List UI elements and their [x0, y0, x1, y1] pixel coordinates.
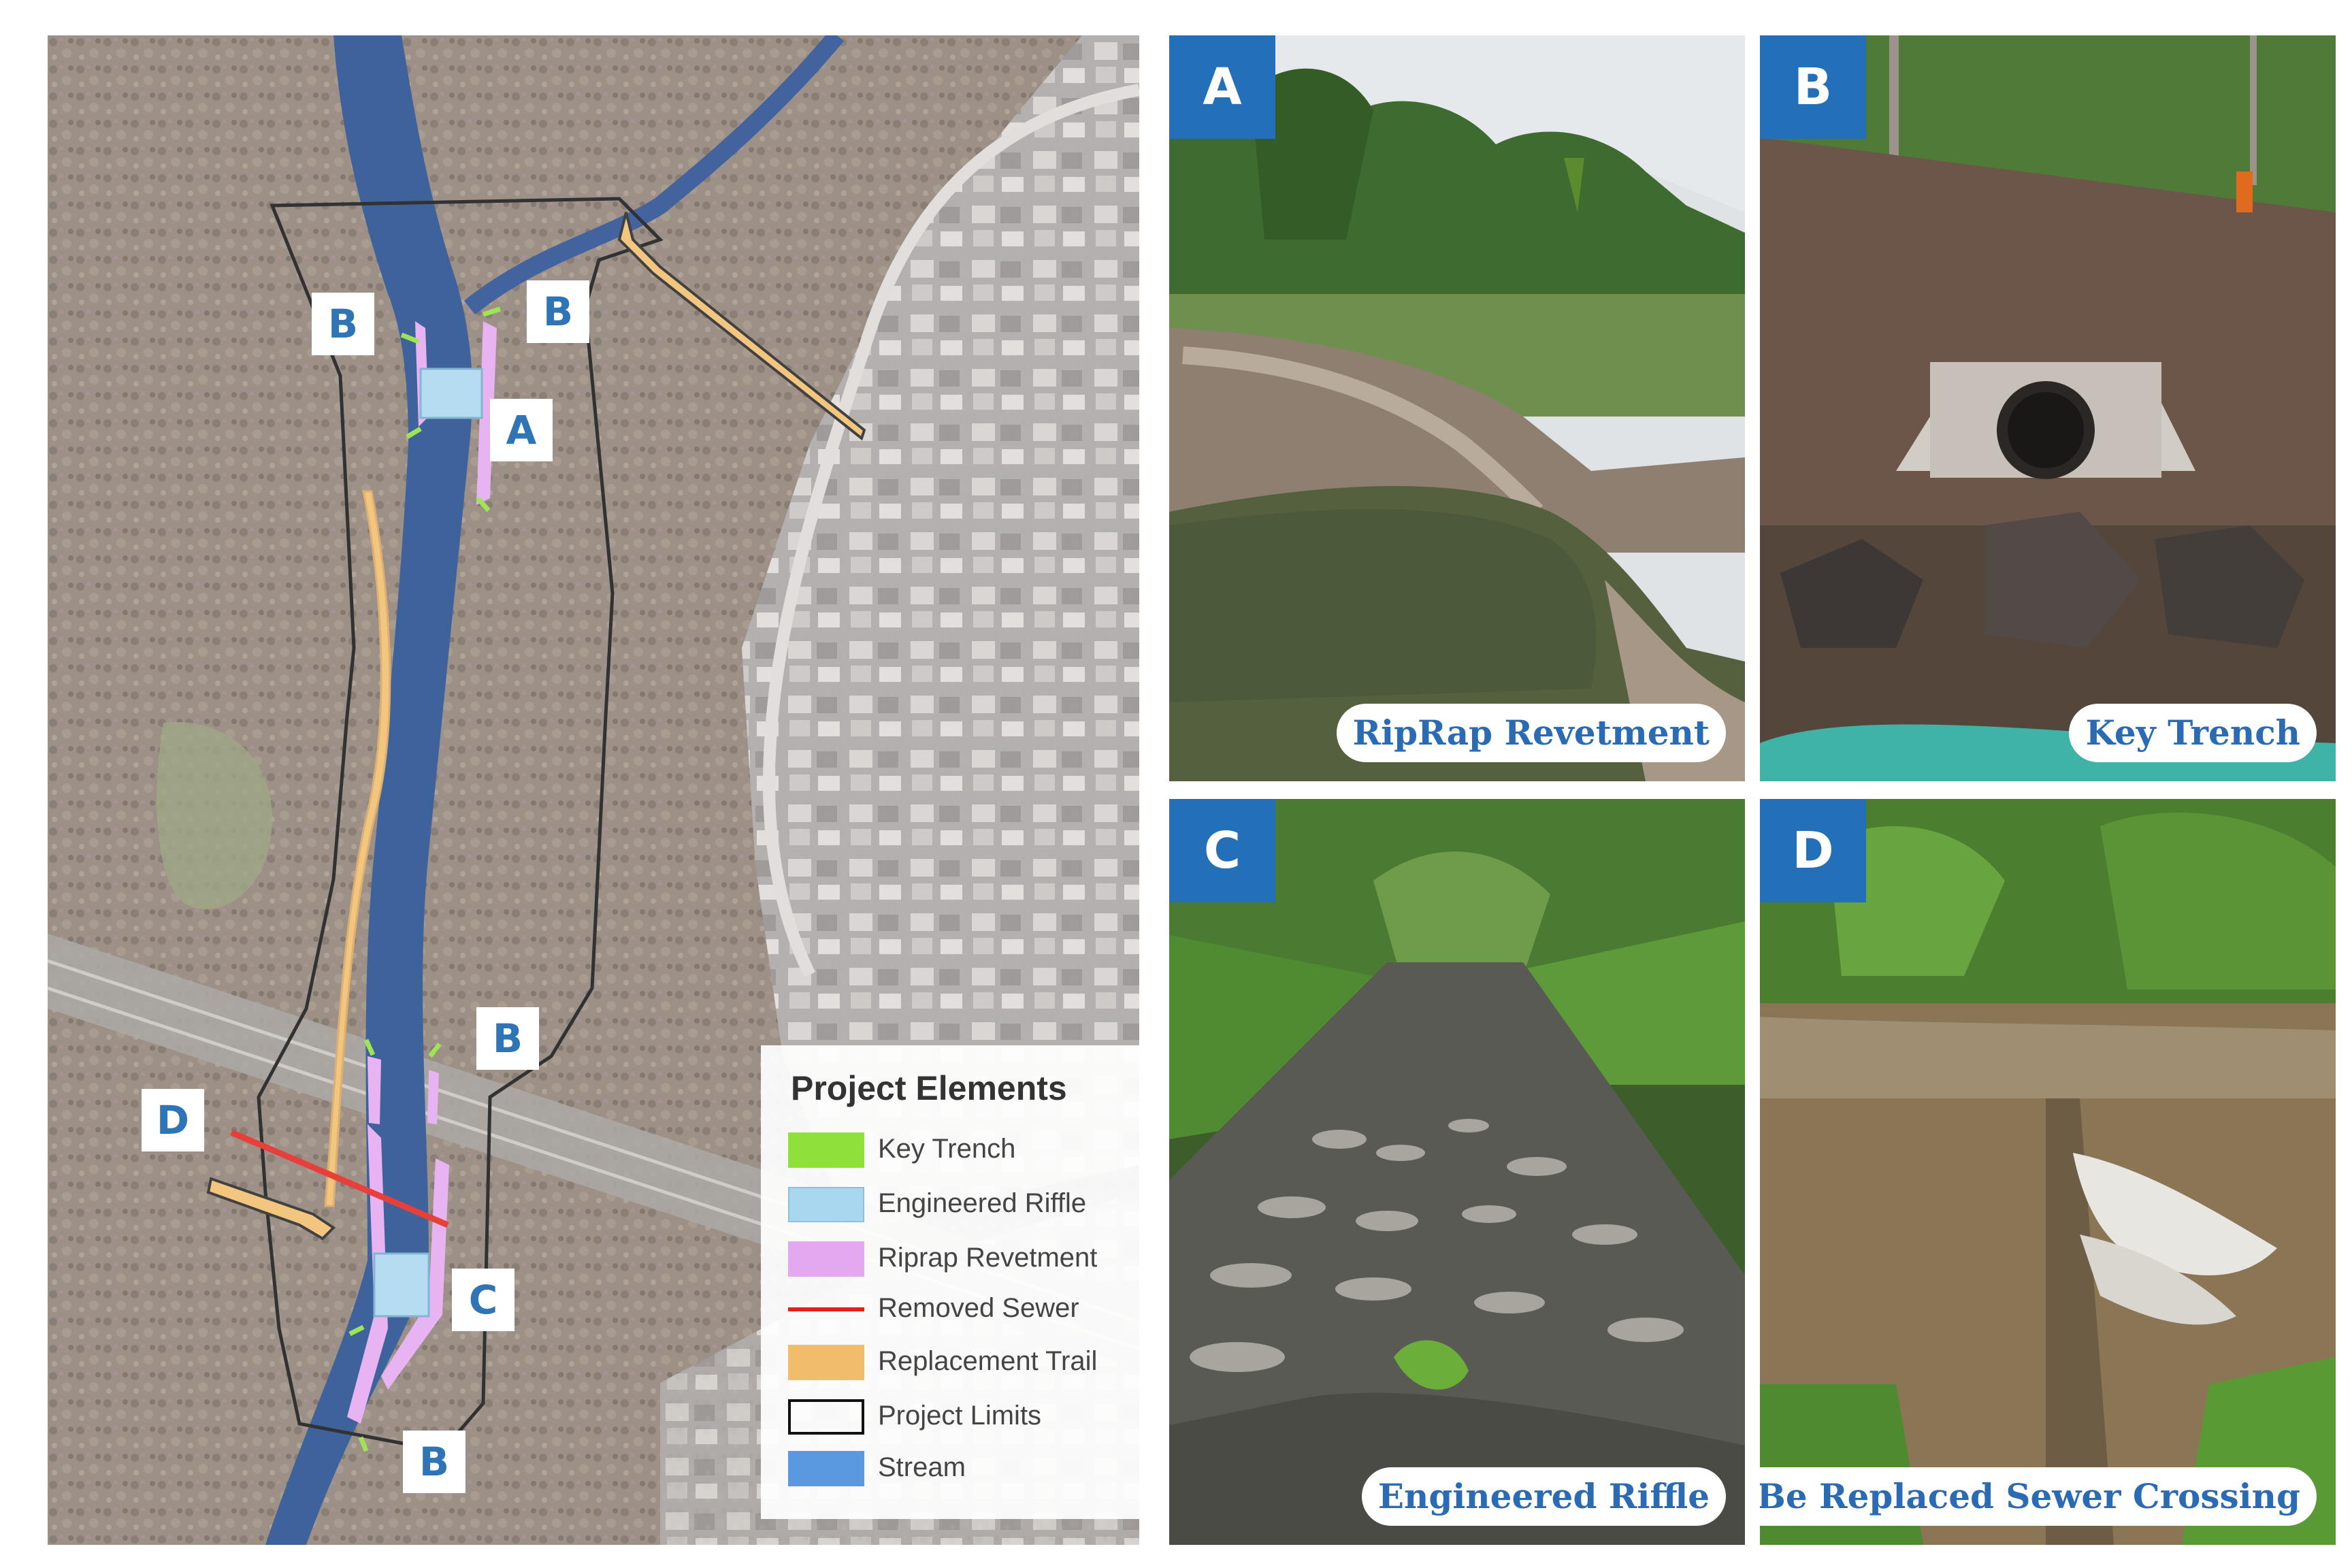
legend-item-engineered-riffle: Engineered Riffle: [788, 1184, 1139, 1225]
photo-c-image: [1169, 799, 1745, 1545]
legend-label: Removed Sewer: [878, 1293, 1079, 1323]
legend-swatch: [788, 1187, 864, 1222]
engineered-riffle: [419, 368, 483, 419]
map-label-b-northwest: B: [312, 293, 374, 355]
photo-c-badge: C: [1169, 799, 1275, 902]
key-trench: [358, 1436, 369, 1452]
photo-b-caption: Key Trench: [2069, 704, 2317, 762]
engineered-riffle: [373, 1252, 430, 1318]
legend-swatch: [788, 1132, 864, 1168]
legend-swatch: [788, 1399, 864, 1435]
key-trench: [363, 1039, 376, 1056]
residential-area: [742, 35, 1139, 1233]
key-trench: [428, 1042, 442, 1058]
legend-item-project-limits: Project Limits: [788, 1396, 1139, 1437]
legend-label: Engineered Riffle: [878, 1188, 1087, 1218]
photo-b-badge: B: [1760, 35, 1866, 139]
map-label-c: C: [452, 1269, 514, 1331]
legend-label: Stream: [878, 1452, 966, 1482]
photo-c-caption: Engineered Riffle: [1361, 1467, 1726, 1526]
map-label-b-northeast: B: [527, 280, 589, 343]
clearing: [157, 721, 272, 909]
legend-label: Replacement Trail: [878, 1346, 1098, 1376]
replacement-trail-south: [206, 1177, 336, 1241]
map-label-b-highway: B: [476, 1007, 539, 1070]
stream-tributary: [463, 35, 844, 315]
photo-d-caption: To-Be Replaced Sewer Crossing: [1760, 1467, 2317, 1526]
removed-sewer: [230, 1129, 449, 1228]
legend-line-swatch: [788, 1307, 864, 1311]
legend-label: Project Limits: [878, 1401, 1042, 1431]
replacement-trail: [617, 212, 866, 441]
photo-b-image: [1760, 35, 2336, 781]
legend-item-stream: Stream: [788, 1448, 1139, 1489]
riprap-revetment: [476, 321, 497, 505]
street: [762, 84, 1139, 978]
key-trench: [348, 1324, 365, 1337]
legend-swatch: [788, 1451, 864, 1486]
riprap-revetment: [427, 1070, 439, 1124]
map-legend: Project Elements Key Trench Engineered R…: [761, 1045, 1139, 1519]
photo-a-badge: A: [1169, 35, 1275, 139]
legend-swatch: [788, 1241, 864, 1277]
riprap-revetment: [381, 1158, 449, 1390]
photo-c-engineered-riffle: C Engineered Riffle: [1169, 799, 1745, 1545]
map-label-b-south: B: [403, 1431, 466, 1493]
key-trench: [406, 426, 422, 440]
riprap-revetment: [368, 1056, 381, 1124]
legend-item-removed-sewer: Removed Sewer: [788, 1289, 1139, 1330]
replacement-trail: [324, 490, 391, 1207]
photo-a-caption: RipRap Revetment: [1336, 704, 1726, 762]
photo-d-sewer-crossing: D To-Be Replaced Sewer Crossing: [1760, 799, 2336, 1545]
photo-d-image: [1760, 799, 2336, 1545]
legend-label: Key Trench: [878, 1134, 1016, 1164]
map-label-d: D: [142, 1089, 204, 1152]
key-trench: [476, 496, 491, 512]
key-trench: [400, 332, 420, 344]
legend-title: Project Elements: [791, 1069, 1067, 1107]
legend-item-replacement-trail: Replacement Trail: [788, 1342, 1139, 1383]
legend-label: Riprap Revetment: [878, 1243, 1098, 1273]
key-trench: [482, 306, 502, 317]
photo-d-badge: D: [1760, 799, 1866, 902]
legend-item-key-trench: Key Trench: [788, 1130, 1139, 1171]
map-label-a: A: [490, 399, 553, 461]
legend-item-riprap-revetment: Riprap Revetment: [788, 1239, 1139, 1279]
photo-a-image: [1169, 35, 1745, 781]
photo-a-riprap-revetment: A RipRap Revetment: [1169, 35, 1745, 781]
project-map: B B A B D C B Project Elements Key Trenc…: [48, 35, 1139, 1545]
riprap-revetment: [347, 1124, 388, 1424]
legend-swatch: [788, 1345, 864, 1380]
photo-b-key-trench: B Key Trench: [1760, 35, 2336, 781]
